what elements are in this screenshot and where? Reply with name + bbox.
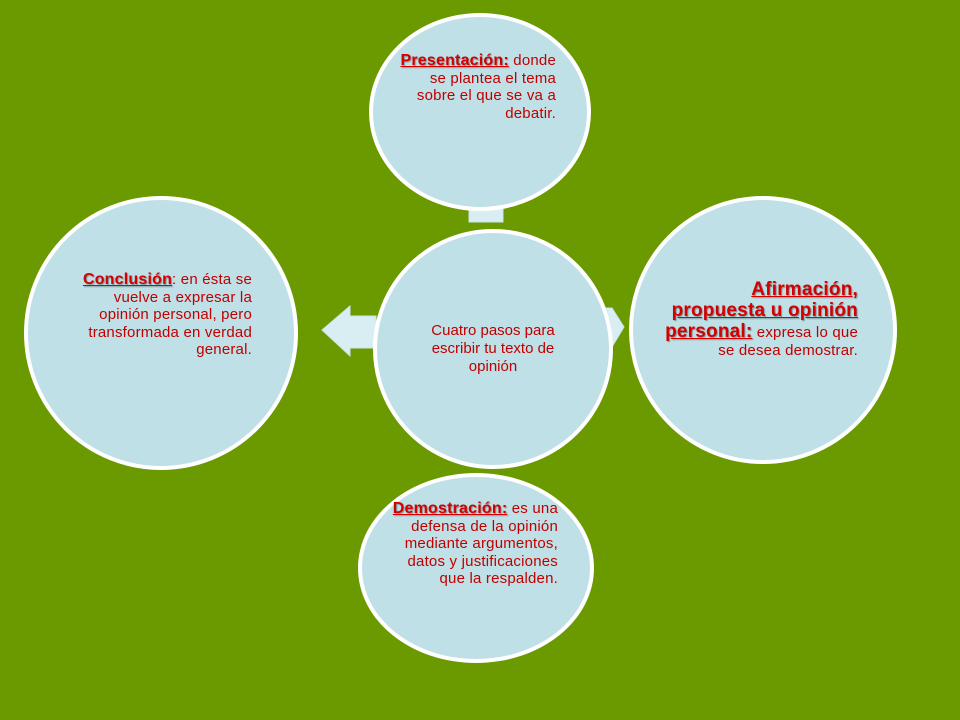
node-afirmacion-text: Afirmación, propuesta u opinión personal… — [664, 279, 858, 360]
node-conclusion-description: : en ésta se vuelve a expresar la opinió… — [88, 271, 252, 358]
node-demostracion-description: es una defensa de la opinión mediante ar… — [404, 500, 558, 587]
node-presentacion-term: Presentación: — [400, 52, 509, 69]
node-demostracion — [358, 473, 594, 663]
node-afirmacion-term: Afirmación, propuesta u opinión personal… — [665, 279, 858, 342]
node-demostracion-text: Demostración: es una defensa de la opini… — [392, 500, 558, 588]
center-circle: Cuatro pasos para escribir tu texto de o… — [373, 229, 613, 469]
node-conclusion — [24, 196, 298, 470]
center-label: Cuatro pasos para escribir tu texto de o… — [431, 322, 555, 375]
node-presentacion-text: Presentación: donde se plantea el tema s… — [392, 52, 556, 122]
node-presentacion — [369, 13, 591, 211]
arrow-left-icon — [321, 304, 377, 358]
node-presentacion-description: donde se plantea el tema sobre el que se… — [416, 52, 556, 122]
node-demostracion-term: Demostración: — [392, 500, 508, 517]
node-afirmacion — [629, 196, 897, 464]
node-conclusion-text: Conclusión: en ésta se vuelve a expresar… — [76, 271, 252, 359]
node-conclusion-term: Conclusión — [82, 271, 173, 288]
node-afirmacion-description: expresa lo que se desea demostrar. — [718, 324, 858, 359]
